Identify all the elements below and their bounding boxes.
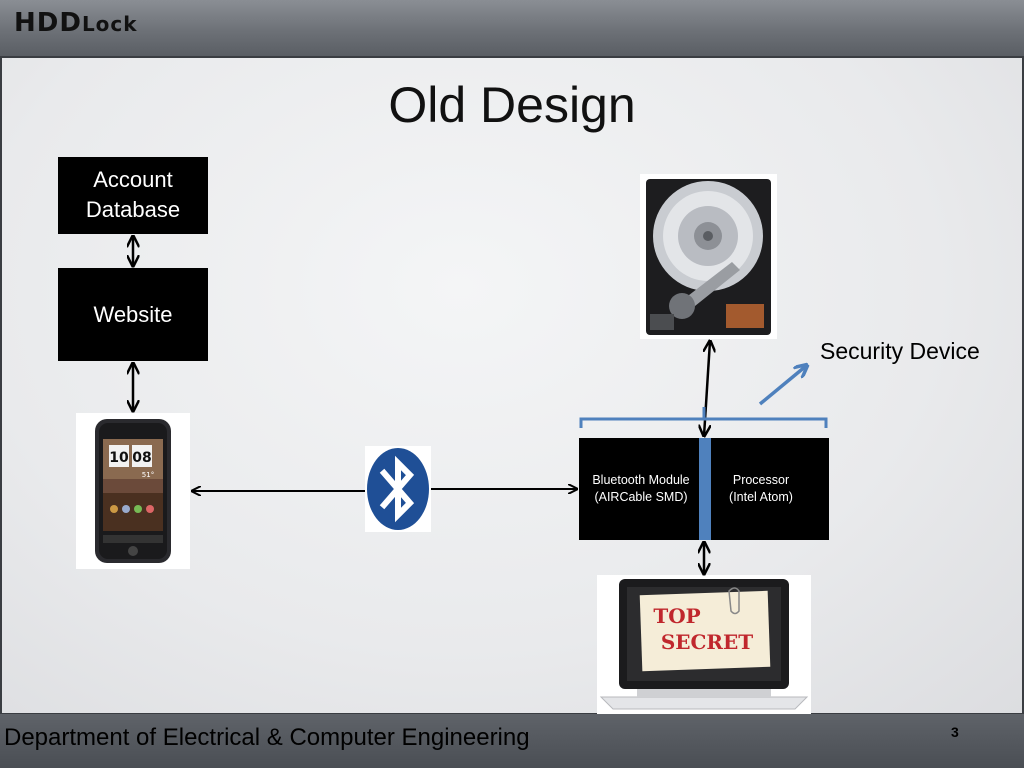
website-label: Website	[93, 302, 173, 327]
processor-line2: (Intel Atom)	[729, 490, 793, 504]
hard-drive-image	[640, 174, 777, 339]
logo-part2: Lock	[81, 12, 138, 36]
security-device-bracket	[579, 407, 828, 428]
security-device-label: Security Device	[820, 338, 980, 364]
phone-clock-hours: 10	[109, 450, 129, 466]
laptop-screen-line1: TOP	[653, 604, 700, 628]
bluetooth-module-line1: Bluetooth Module	[592, 473, 690, 487]
security-device-box: Bluetooth Module (AIRCable SMD) Processo…	[579, 438, 829, 540]
account-database-line2: Database	[85, 197, 181, 222]
laptop-image: TOP SECRET	[597, 575, 811, 714]
hddlock-logo: HDDLock	[14, 8, 138, 38]
processor-label: Processor (Intel Atom)	[711, 472, 811, 506]
bluetooth-icon	[365, 446, 431, 532]
module-divider	[699, 438, 711, 540]
logo-part1: HDD	[14, 8, 82, 38]
account-database-line1: Account	[93, 167, 173, 192]
processor-line1: Processor	[732, 473, 790, 487]
bluetooth-module-line2: (AIRCable SMD)	[594, 490, 688, 504]
arrow-harddrive-device	[704, 341, 710, 436]
laptop-screen-line2: SECRET	[661, 630, 753, 654]
smartphone-image: 10 08 51°	[76, 413, 190, 569]
website-box: Website	[58, 268, 208, 361]
security-device-pointer	[758, 366, 806, 406]
footer-department: Department of Electrical & Computer Engi…	[4, 724, 530, 751]
bluetooth-module-label: Bluetooth Module (AIRCable SMD)	[583, 472, 699, 506]
slide-title: Old Design	[388, 77, 636, 133]
header-bar	[0, 0, 1024, 56]
phone-temperature: 51°	[142, 471, 154, 479]
footer-bar	[0, 714, 1024, 768]
phone-clock-minutes: 08	[132, 450, 151, 466]
account-database-box: Account Database	[58, 157, 208, 234]
page-number: 3	[951, 724, 959, 740]
